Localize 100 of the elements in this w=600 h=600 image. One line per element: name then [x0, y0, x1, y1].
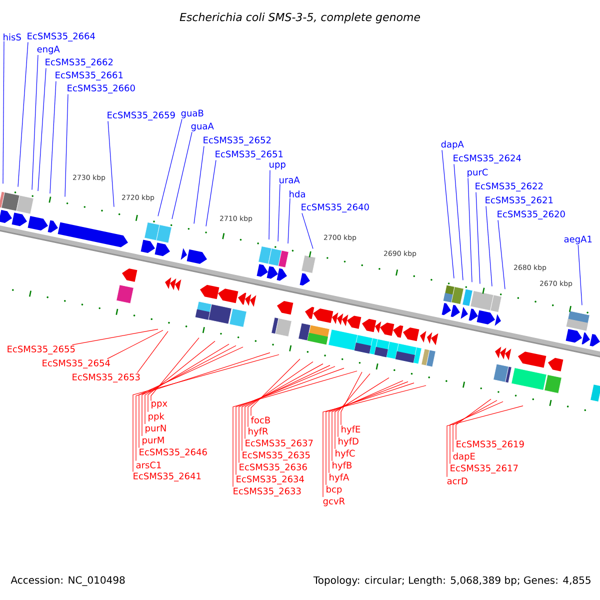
gene-label: uraA — [280, 176, 300, 184]
gene-label: EcSMS35_2652 — [204, 136, 271, 146]
gene-label: hyfR — [248, 428, 268, 436]
leader-line — [2, 40, 4, 184]
leader-line — [136, 352, 270, 462]
gene-label: arsC1 — [136, 462, 161, 468]
leader-line — [248, 361, 314, 428]
gene-label: dapE — [453, 452, 475, 462]
leader-line — [236, 368, 344, 476]
leader-line — [452, 400, 498, 452]
gene-label: EcSMS35_2633 — [234, 488, 301, 496]
gene-label: upp — [270, 162, 286, 170]
leader-line — [268, 170, 270, 240]
gene-label: EcSMS35_2621 — [486, 196, 553, 206]
gene-label: purC — [468, 168, 488, 178]
leader-line — [106, 330, 164, 360]
leader-line — [450, 401, 504, 464]
leader-line — [242, 365, 330, 452]
gene-label: EcSMS35_2646 — [140, 448, 207, 458]
leader-line — [132, 354, 280, 472]
gene-label: dapA — [441, 140, 464, 150]
leader-line — [50, 80, 56, 194]
leader-line — [288, 198, 290, 244]
footer-text: Accession: NC_010498 — [10, 576, 125, 586]
gene-label: hda — [290, 190, 305, 198]
gene-label: EcSMS35_2636 — [240, 464, 307, 472]
gene-label: EcSMS35_2660 — [68, 84, 135, 94]
leader-line — [322, 385, 426, 498]
gene-label: guaA — [191, 122, 214, 132]
leader-line — [38, 68, 46, 192]
gene-label: hyfA — [330, 474, 350, 482]
gene-label: acrD — [447, 478, 468, 484]
gene-label: hyfE — [342, 426, 360, 434]
leader-line — [334, 377, 390, 450]
gene-label: gcvR — [323, 498, 345, 506]
leader-line — [142, 345, 236, 436]
leader-line — [72, 328, 158, 346]
leader-line — [338, 373, 370, 438]
leader-line — [456, 398, 492, 440]
footer-text: Topology: circular; Length: 5,068,389 bp; Genes: 4,855 — [313, 576, 590, 586]
leader-line — [232, 370, 358, 488]
leader-line — [172, 132, 192, 220]
gene-label: EcSMS35_2620 — [498, 210, 565, 220]
leader-line — [340, 372, 362, 426]
leader-line — [278, 184, 280, 242]
leader-line — [328, 381, 408, 474]
gene-label: EcSMS35_2661 — [56, 72, 123, 80]
gene-label: EcSMS35_2619 — [456, 440, 524, 450]
leader-line — [578, 244, 582, 306]
gene-label: hyfB — [332, 462, 352, 470]
gene-label: bcp — [326, 486, 342, 494]
leader-line — [498, 220, 506, 290]
gene-label: EcSMS35_2622 — [476, 182, 543, 192]
leader-line — [150, 338, 200, 402]
leader-line — [468, 178, 472, 282]
gene-label: EcSMS35_2651 — [216, 150, 283, 160]
leader-line — [148, 340, 216, 412]
leader-line — [326, 382, 414, 486]
gene-label: guaB — [181, 110, 204, 118]
gene-label: EcSMS35_2641 — [134, 472, 201, 482]
leader-line — [18, 42, 28, 188]
gene-label: purN — [146, 424, 166, 434]
leader-line — [446, 406, 524, 478]
leader-line — [244, 364, 324, 440]
gene-label: focB — [251, 416, 270, 424]
gene-label: EcSMS35_2655 — [8, 346, 75, 354]
gene-label: aegA1 — [564, 236, 592, 244]
leader-line — [476, 192, 480, 284]
gene-label: EcSMS35_2624 — [454, 154, 521, 164]
leader-line — [442, 150, 454, 279]
gene-label: ppx — [152, 402, 168, 408]
gene-label: EcSMS35_2637 — [246, 440, 313, 448]
leader-line — [158, 118, 182, 216]
gene-label: EcSMS35_2635 — [242, 452, 310, 460]
title: Escherichia coli SMS-3-5, complete genome — [180, 12, 420, 24]
leader-line — [144, 344, 230, 424]
leader-line — [302, 212, 314, 249]
gene-label: hisS — [4, 34, 21, 40]
gene-label: EcSMS35_2659 — [108, 112, 175, 120]
leader-line — [486, 206, 492, 287]
leader-line — [64, 94, 68, 197]
leader-line — [136, 331, 168, 374]
leader-line — [108, 120, 114, 208]
leader-line — [250, 358, 300, 416]
leader-line — [454, 164, 464, 280]
gene-label: ppk — [148, 412, 164, 422]
gene-label: EcSMS35_2634 — [236, 476, 304, 484]
leader-line — [138, 346, 244, 448]
gene-label: hyfD — [338, 438, 358, 446]
leader-line — [332, 380, 404, 462]
gene-label: hyfC — [336, 450, 355, 458]
leader-line — [238, 366, 336, 464]
gene-label: EcSMS35_2654 — [42, 360, 110, 368]
gene-label: EcSMS35_2664 — [28, 32, 95, 42]
gene-label: EcSMS35_2653 — [72, 374, 140, 382]
leader-line — [194, 146, 204, 224]
gene-label: purM — [142, 436, 164, 446]
gene-label: EcSMS35_2640 — [302, 204, 369, 212]
gene-label: engA — [37, 46, 60, 54]
gene-label: EcSMS35_2662 — [46, 58, 113, 68]
